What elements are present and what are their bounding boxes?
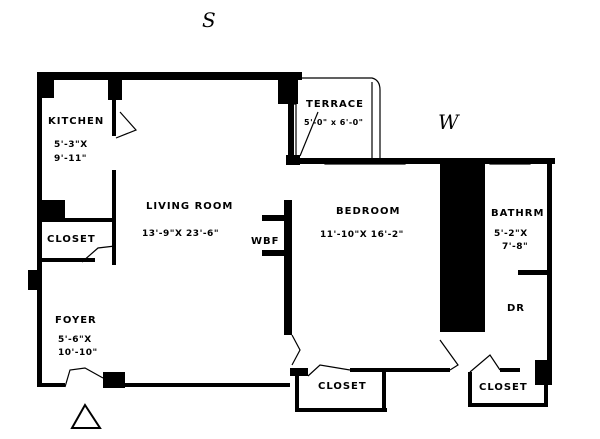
living-room-label: LIVING ROOM [146, 201, 234, 212]
terrace-dim: 5'-0" x 6'-0" [304, 118, 364, 127]
windows-and-doors [59, 73, 531, 388]
closet-label: CLOSET [479, 382, 528, 393]
wbf-label: WBF [251, 236, 280, 247]
foyer-dim-1: 5'-6"X [58, 335, 92, 345]
kitchen-dim-1: 5'-3"X [54, 140, 88, 150]
dr-label: DR [507, 303, 526, 314]
kitchen-label: KITCHEN [48, 116, 105, 127]
compass-west: W [438, 110, 459, 134]
bathroom-dim-1: 5'-2"X [494, 229, 528, 239]
bathroom-label: BATHRM [491, 208, 545, 219]
bathroom-dim-2: 7'-8" [502, 242, 529, 252]
closet-label: CLOSET [47, 234, 96, 245]
entry-triangle-icon [70, 403, 102, 429]
kitchen-dim-2: 9'-11" [54, 154, 87, 164]
bedroom-label: BEDROOM [336, 206, 401, 217]
closet-label: CLOSET [318, 381, 367, 392]
foyer-dim-2: 10'-10" [58, 348, 98, 358]
walls [28, 72, 555, 412]
foyer-label: FOYER [55, 315, 97, 326]
bedroom-dim: 11'-10"X 16'-2" [320, 230, 404, 240]
compass-south: S [202, 8, 216, 32]
living-room-dim: 13'-9"X 23'-6" [142, 229, 220, 239]
terrace-label: TERRACE [306, 99, 364, 110]
